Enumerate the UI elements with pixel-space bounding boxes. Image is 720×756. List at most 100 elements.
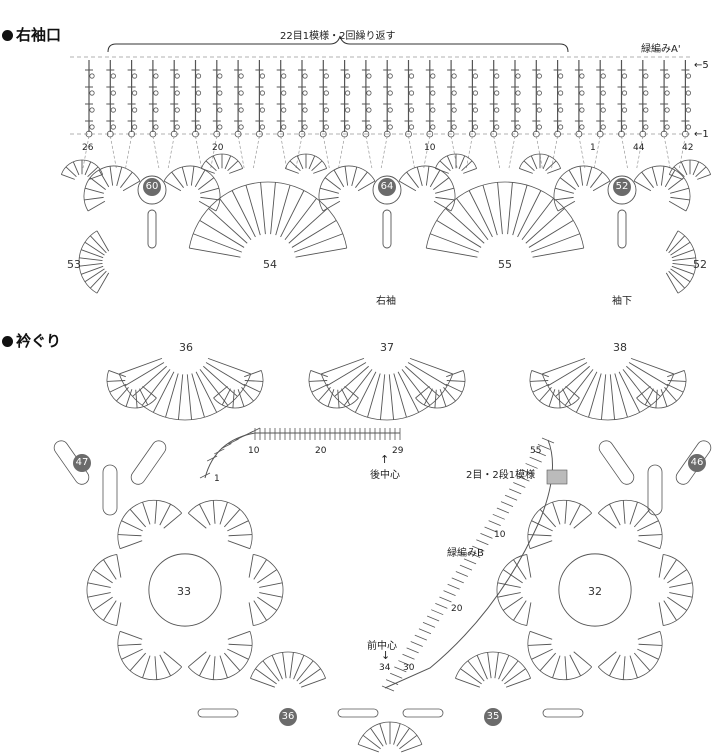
fan-stitch [84, 241, 105, 256]
fan-stitch [301, 677, 326, 688]
stitch-loop [174, 107, 180, 113]
motif-number: 52 [693, 258, 707, 271]
stitch-loop [132, 90, 138, 96]
fan-stitch [84, 196, 104, 201]
fan-stitch [655, 389, 658, 408]
fan-stitch [228, 534, 253, 537]
fan-stitch [506, 677, 531, 688]
fan-arc [425, 181, 585, 249]
fan-stitch [664, 169, 676, 188]
fan-stitch [446, 370, 464, 378]
fan-stitch [644, 388, 654, 406]
fan-stitch [545, 160, 557, 172]
fan-stitch [554, 187, 574, 194]
star-fan [83, 165, 141, 212]
fan-stitch [84, 187, 104, 194]
front-stitch [385, 679, 399, 686]
stitch-loop [110, 107, 116, 113]
small-fan [60, 159, 104, 180]
fan-stitch [498, 655, 510, 680]
top-fan-motif [118, 357, 252, 421]
fan-stitch [244, 370, 262, 378]
fan-stitch [461, 160, 473, 172]
fan-stitch [199, 220, 245, 248]
link-line [493, 135, 501, 169]
fan-stitch [192, 233, 242, 253]
fan-stitch [668, 200, 687, 212]
link-line [167, 135, 175, 169]
fan-stitch [629, 655, 638, 679]
fan-stitch [564, 656, 568, 680]
stitch-column [148, 60, 160, 169]
fan-stitch [208, 208, 248, 244]
stitch-loop [89, 107, 95, 113]
top-side-fan [106, 370, 157, 409]
stitch-column [125, 60, 138, 169]
fan-stitch [529, 540, 553, 550]
stitch-loop [408, 90, 415, 96]
fan-stitch [108, 370, 126, 378]
fan-stitch [592, 180, 611, 192]
stitch-loop [281, 124, 287, 130]
stitch-loop [685, 124, 692, 130]
fan-stitch [282, 652, 287, 679]
fan-arc [496, 554, 527, 626]
fan-stitch [575, 371, 598, 413]
fan-stitch [257, 569, 278, 584]
fan-stitch [271, 655, 283, 680]
fan-stitch [525, 208, 565, 244]
fan-stitch [497, 592, 521, 598]
stitch-loop [153, 107, 159, 113]
fan-stitch [229, 168, 243, 174]
front-stitch [431, 609, 444, 616]
motif-number: 54 [263, 258, 277, 271]
fan-stitch [658, 602, 664, 626]
front-stitch [410, 641, 423, 647]
fan-stitch [628, 362, 669, 387]
stitch-loop [217, 73, 223, 79]
fan-stitch [539, 652, 557, 672]
fan-stitch [199, 654, 211, 676]
fan-stitch [129, 508, 147, 528]
fan-stitch [663, 559, 677, 580]
stitch-loop [685, 107, 692, 113]
fan-arc [518, 153, 562, 169]
stitch-loop [132, 73, 138, 79]
link-line [195, 135, 202, 169]
fan-stitch [120, 171, 133, 188]
fan-stitch [637, 520, 659, 532]
fan-stitch [539, 508, 557, 528]
front-stitch-number: 30 [403, 663, 415, 673]
fan-stitch [435, 168, 449, 174]
front-stitch [390, 672, 403, 679]
sleeve-stitch-number: 26 [82, 143, 94, 153]
fan-stitch [637, 648, 659, 660]
back-stitch [199, 472, 211, 479]
bottom-center-fan [357, 721, 423, 753]
neck-repeat-note: 2目・2段1模様 [466, 470, 536, 481]
stitch-loop [494, 124, 500, 130]
flower-petal [117, 499, 183, 550]
stitch-loop [302, 107, 308, 113]
stitch-loop [174, 73, 180, 79]
bottom-bar [402, 708, 444, 718]
stitch-loop [536, 107, 542, 113]
fan-stitch [527, 643, 552, 646]
fan-stitch [680, 161, 688, 176]
front-stitch-number: 10 [494, 530, 506, 540]
fan-arc [415, 370, 466, 409]
bottom-fan [455, 651, 531, 688]
stitch-loop [494, 90, 500, 96]
stitch-loop [195, 124, 202, 130]
fan-stitch [633, 508, 651, 528]
fan-stitch [665, 272, 679, 294]
fan-stitch [200, 196, 220, 201]
top-fan-motif [320, 357, 454, 421]
fan-stitch [96, 230, 110, 252]
branch [647, 464, 663, 516]
neck-edge-b-label: 緑編みB [447, 548, 484, 559]
front-stitch [480, 533, 493, 539]
front-stitch [418, 628, 432, 635]
fan-stitch [194, 169, 206, 188]
fan-stitch [119, 540, 143, 550]
